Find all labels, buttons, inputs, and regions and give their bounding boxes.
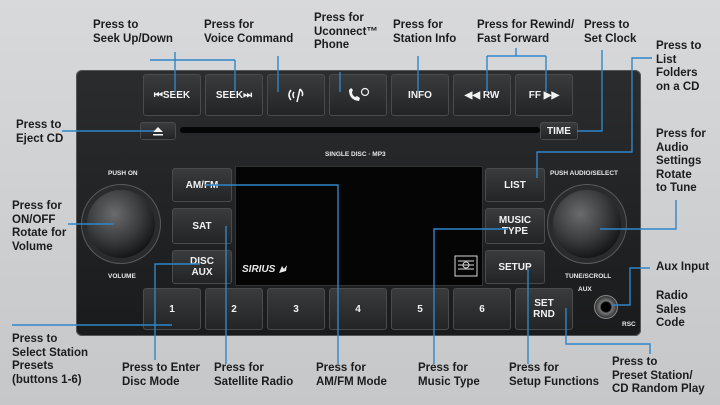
info-button[interactable]: INFO: [391, 74, 449, 116]
sirius-logo: SIRIUS: [242, 263, 289, 275]
callout-rewind: Press for Rewind/ Fast Forward: [477, 19, 575, 45]
callout-disc: Press to Enter Disc Mode: [122, 362, 200, 388]
fast-forward-button[interactable]: FF ▶▶: [515, 74, 573, 116]
rsc-label: RSC: [622, 321, 636, 328]
leader-music: [433, 228, 508, 364]
disc-aux-button[interactable]: DISC AUX: [172, 250, 232, 284]
preset-button-2[interactable]: 2: [205, 288, 263, 330]
list-button[interactable]: LIST: [485, 168, 545, 202]
preset-button-5[interactable]: 5: [391, 288, 449, 330]
rewind-button[interactable]: ◀◀ RW: [453, 74, 511, 116]
callout-voice: Press for Voice Command: [204, 19, 294, 45]
seek-down-button[interactable]: ⏮SEEK: [143, 74, 201, 116]
sirius-dog-icon: [279, 265, 288, 273]
tune-knob[interactable]: [553, 190, 621, 258]
callout-uconnect: Press for Uconnect™ Phone: [314, 12, 378, 51]
callout-seek: Press to Seek Up/Down: [93, 19, 173, 45]
leader-clock: [577, 50, 603, 132]
aux-jack[interactable]: [594, 295, 618, 319]
aux-label: AUX: [578, 286, 592, 293]
preset-button-6[interactable]: 6: [453, 288, 511, 330]
callout-aux-input: Aux Input: [656, 261, 710, 273]
push-on-label: PUSH ON: [108, 170, 138, 177]
leader-setrnd: [565, 308, 651, 354]
cd-slot: [180, 127, 540, 133]
callout-presets: Press to Select Station Presets (buttons…: [12, 333, 89, 386]
callout-setrnd: Press to Preset Station/ CD Random Play: [612, 356, 705, 395]
leader-disc: [154, 263, 200, 360]
callout-sat: Press for Satellite Radio: [214, 362, 294, 388]
callout-audio: Press for Audio Settings Rotate to Tune: [656, 128, 706, 194]
preset-button-1[interactable]: 1: [143, 288, 201, 330]
seek-up-button[interactable]: SEEK⏭: [205, 74, 263, 116]
volume-label: VOLUME: [108, 273, 136, 280]
voice-command-icon: [288, 88, 304, 103]
push-audio-label: PUSH AUDIO/SELECT: [550, 170, 619, 177]
callout-amfm: Press for AM/FM Mode: [316, 362, 387, 388]
sat-button[interactable]: SAT: [172, 208, 232, 244]
callout-eject: Press to Eject CD: [16, 119, 64, 145]
voice-command-button[interactable]: [267, 74, 325, 116]
tune-scroll-label: TUNE/SCROLL: [565, 273, 612, 280]
callout-list: Press to List Folders on a CD: [656, 40, 702, 93]
leader-amfm: [205, 184, 339, 364]
phone-icon: [349, 87, 370, 101]
callout-rsc: Radio Sales Code: [656, 290, 688, 329]
set-rnd-button[interactable]: SET RND: [515, 288, 573, 330]
preset-button-3[interactable]: 3: [267, 288, 325, 330]
radio-display: SIRIUS: [235, 166, 483, 286]
eject-icon: [153, 127, 163, 136]
leader-list: [536, 57, 652, 178]
callout-music: Press for Music Type: [418, 362, 480, 388]
single-disc-label: SINGLE DISC · MP3: [325, 151, 386, 158]
leader-seek: [150, 52, 236, 92]
setup-button[interactable]: SETUP: [485, 250, 545, 284]
leader-aux: [612, 267, 650, 306]
music-type-button[interactable]: MUSIC TYPE: [485, 208, 545, 244]
callout-info: Press for Station Info: [393, 19, 457, 45]
leader-rewind: [486, 48, 547, 92]
callout-onoff: Press for ON/OFF Rotate for Volume: [12, 200, 67, 253]
leader-audio: [600, 200, 677, 230]
callout-setup: Press for Setup Functions: [509, 362, 600, 388]
callout-clock: Press to Set Clock: [584, 19, 637, 45]
compact-disc-logo: [454, 255, 478, 277]
sirius-label: SIRIUS: [242, 263, 276, 275]
phone-button[interactable]: [329, 74, 387, 116]
